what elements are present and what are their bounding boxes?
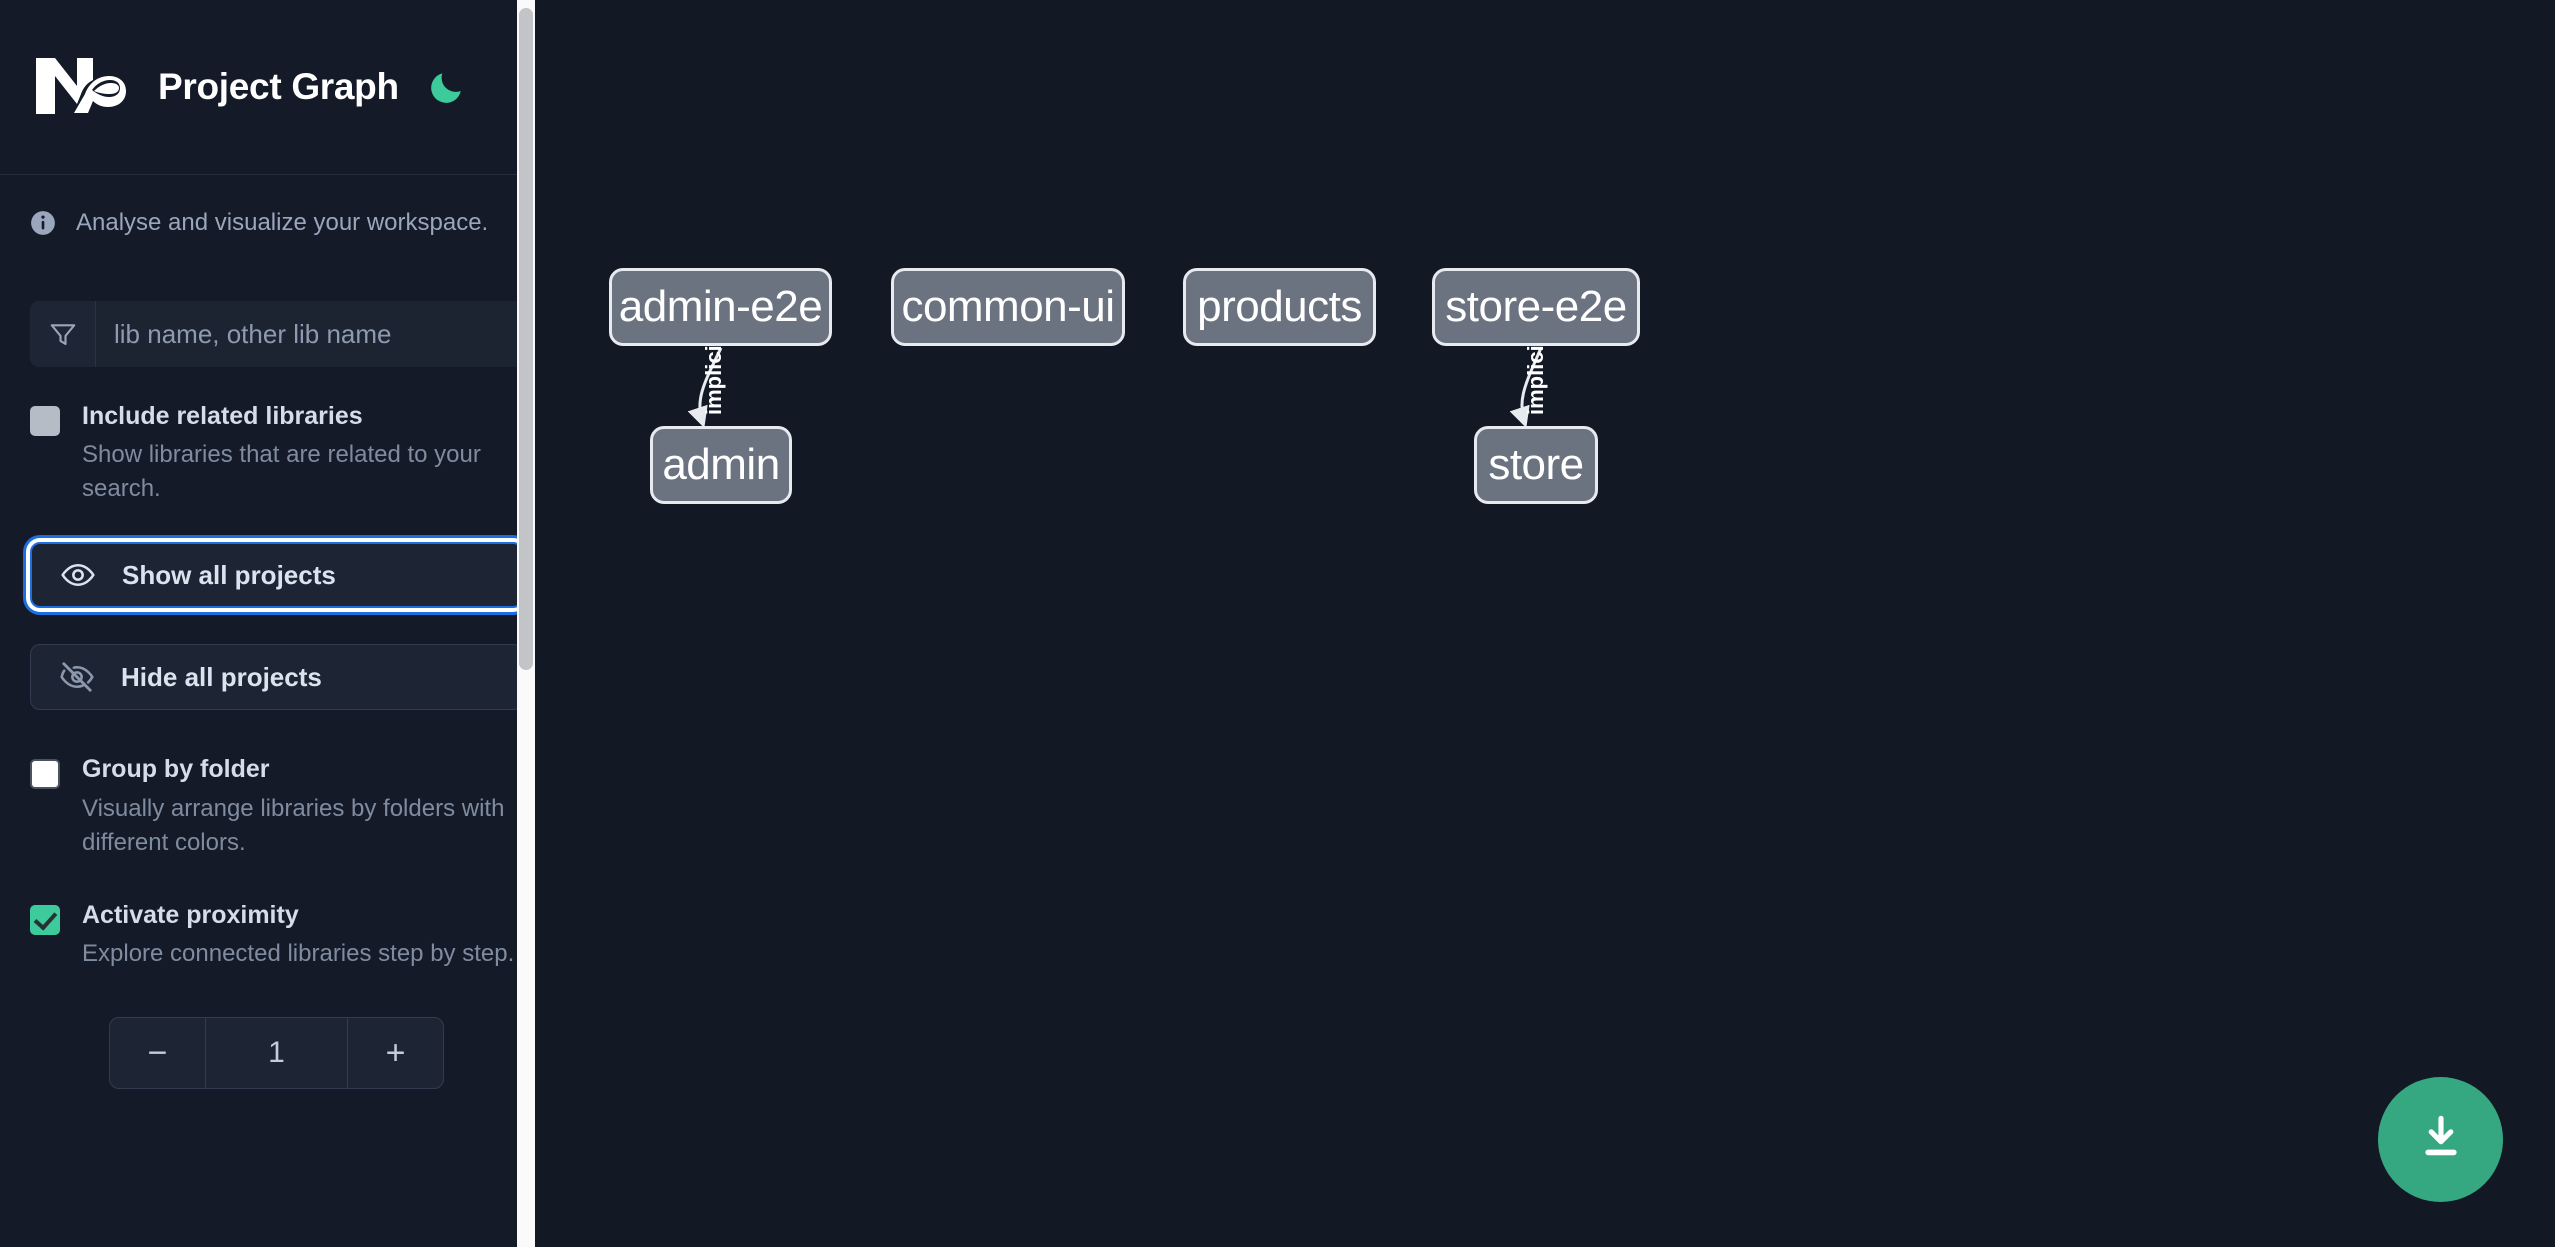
graph-canvas[interactable]: implicit implicit admin-e2e common-ui pr… — [553, 0, 2555, 1247]
graph-node-store[interactable]: store — [1474, 426, 1598, 504]
sidebar-header: Project Graph — [0, 0, 553, 175]
option-activate-proximity[interactable]: Activate proximity Explore connected lib… — [30, 900, 523, 971]
stepper-increment-button[interactable]: + — [347, 1018, 443, 1089]
option-label: Group by folder — [82, 755, 270, 784]
option-group-by-folder[interactable]: Group by folder Visually arrange librari… — [30, 754, 523, 859]
option-include-related-libraries[interactable]: Include related libraries Show libraries… — [30, 401, 523, 506]
sidebar-tagline: Analyse and visualize your workspace. — [0, 175, 553, 271]
button-label: Hide all projects — [121, 661, 322, 692]
filter-row — [30, 301, 523, 367]
moon-icon[interactable] — [425, 65, 469, 109]
sidebar-scrollbar-thumb[interactable] — [519, 8, 533, 670]
stepper-decrement-button[interactable]: − — [110, 1018, 206, 1089]
download-icon — [2413, 1109, 2469, 1170]
graph-edges — [687, 347, 1543, 428]
option-description: Explore connected libraries step by step… — [82, 940, 515, 968]
app-title: Project Graph — [158, 66, 399, 107]
graph-node-admin-e2e[interactable]: admin-e2e — [609, 268, 832, 346]
sidebar-body: Include related libraries Show libraries… — [0, 301, 553, 1090]
checkbox-activate-proximity[interactable] — [30, 904, 60, 935]
eye-off-icon — [59, 659, 95, 695]
checkbox-group-by-folder[interactable] — [30, 759, 60, 790]
proximity-stepper: − 1 + — [109, 1017, 444, 1090]
option-label: Include related libraries — [82, 402, 363, 430]
option-description: Show libraries that are related to your … — [82, 441, 481, 503]
eye-icon — [60, 557, 96, 593]
graph-node-products[interactable]: products — [1183, 268, 1376, 346]
graph-node-admin[interactable]: admin — [650, 426, 792, 504]
tagline-text: Analyse and visualize your workspace. — [76, 209, 489, 236]
checkbox-include-related-libraries[interactable] — [30, 406, 60, 436]
download-graph-button[interactable] — [2378, 1077, 2503, 1202]
graph-node-store-e2e[interactable]: store-e2e — [1432, 268, 1640, 346]
show-all-projects-button[interactable]: Show all projects — [30, 542, 523, 609]
info-icon — [30, 210, 56, 236]
filter-funnel-icon — [30, 301, 96, 367]
option-description: Visually arrange libraries by folders wi… — [82, 794, 505, 856]
option-label: Activate proximity — [82, 900, 299, 929]
edge-label-implicit: implicit — [701, 337, 726, 415]
graph-node-common-ui[interactable]: common-ui — [891, 268, 1125, 346]
search-input[interactable] — [96, 301, 523, 367]
button-label: Show all projects — [122, 559, 336, 590]
edge-label-implicit: implicit — [1523, 337, 1548, 415]
nx-logo-icon — [30, 50, 126, 124]
sidebar: Project Graph Analyse and visualize your… — [0, 0, 553, 1247]
stepper-value: 1 — [268, 1036, 285, 1070]
hide-all-projects-button[interactable]: Hide all projects — [30, 644, 523, 711]
sidebar-right-edge — [535, 0, 553, 1247]
